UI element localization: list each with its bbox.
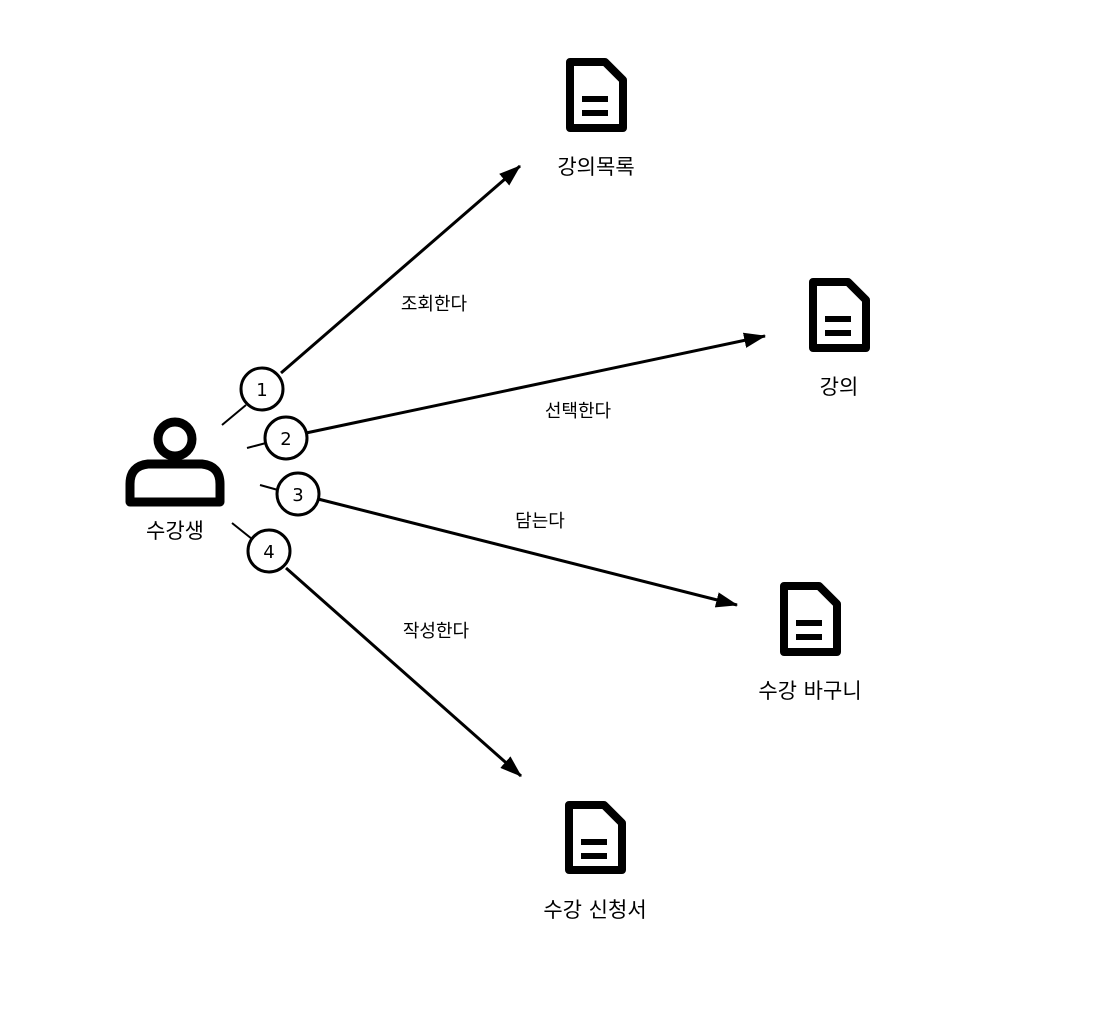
document-label: 수강 신청서 <box>543 898 646 922</box>
step-circle <box>275 471 321 517</box>
edge-label: 담는다 <box>515 511 565 532</box>
step-number: 1 <box>256 380 267 401</box>
document-icon <box>566 58 627 132</box>
document-icon <box>780 582 841 656</box>
edge-label: 작성한다 <box>403 621 470 642</box>
edge-label: 선택한다 <box>545 401 612 422</box>
person-icon <box>125 417 225 507</box>
step-number: 4 <box>263 542 274 563</box>
document-label: 수강 바구니 <box>758 679 861 703</box>
document-icon <box>809 278 870 352</box>
document-label: 강의목록 <box>557 155 634 179</box>
edge-line <box>317 497 739 608</box>
edge-write: 4 작성한다 <box>231 522 522 778</box>
edge-line <box>285 566 522 778</box>
document-label: 강의 <box>820 375 859 399</box>
edge-line <box>280 164 521 375</box>
edge-tail <box>221 404 247 426</box>
edge-label: 조회한다 <box>401 294 468 315</box>
edge-line <box>305 332 767 435</box>
edge-view: 1 조회한다 <box>221 164 521 426</box>
step-circle <box>263 415 309 461</box>
document-course-list: 강의목록 <box>557 58 635 179</box>
step-circle <box>246 528 292 574</box>
actor-label: 수강생 <box>146 519 204 543</box>
edge-select: 2 선택한다 <box>246 332 767 461</box>
step-number: 3 <box>292 485 303 506</box>
edge-add: 3 담는다 <box>259 471 739 608</box>
actor: 수강생 <box>125 417 225 543</box>
step-circle <box>239 366 285 412</box>
edge-tail <box>246 442 267 449</box>
document-enrollment-form: 수강 신청서 <box>543 801 647 922</box>
document-course-basket: 수강 바구니 <box>758 582 862 703</box>
edge-tail <box>259 484 279 491</box>
edge-tail <box>231 522 253 540</box>
document-course: 강의 <box>809 278 870 399</box>
document-icon <box>565 801 626 874</box>
step-number: 2 <box>280 429 291 450</box>
